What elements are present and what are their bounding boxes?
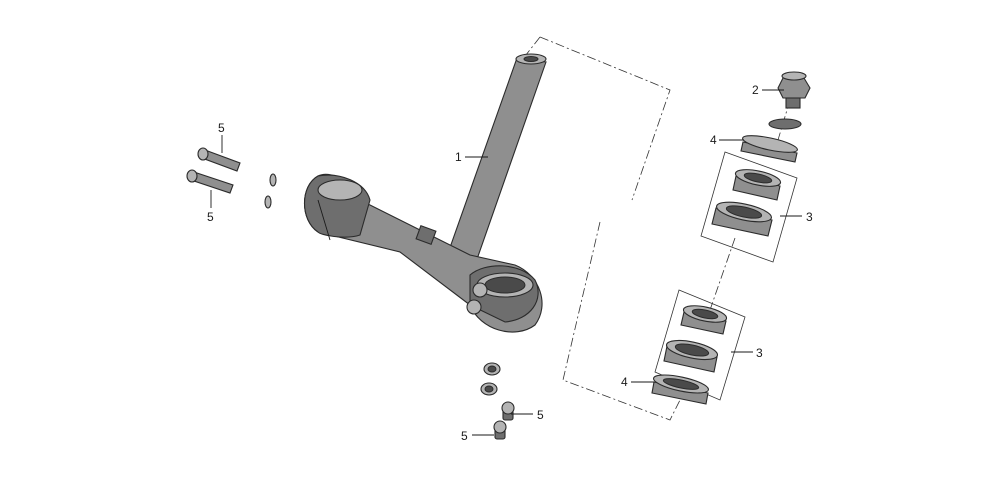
pinch-bolt-washers xyxy=(264,173,277,209)
bottom-bolt-right[interactable] xyxy=(501,401,515,421)
pinch-bolt-lower[interactable] xyxy=(186,169,234,194)
stem-nut[interactable] xyxy=(777,71,811,109)
bottom-washers xyxy=(480,362,501,396)
callout-pinch-bolt-lower: 5 xyxy=(207,210,214,224)
steering-stem[interactable] xyxy=(446,53,547,263)
stem-washer xyxy=(768,118,802,130)
callout-bearing-upper: 3 xyxy=(806,210,813,224)
callout-steering-stem: 1 xyxy=(455,150,462,164)
bearing-group-box-lower xyxy=(654,289,746,401)
lower-triple-clamp[interactable] xyxy=(304,173,543,333)
callout-bottom-bolt-right: 5 xyxy=(537,408,544,422)
callout-leaders xyxy=(210,89,802,436)
callout-pinch-bolt-upper: 5 xyxy=(218,121,225,135)
bottom-bolt-left[interactable] xyxy=(493,420,507,440)
bearing-group-box-upper xyxy=(700,151,798,263)
callout-bearing-lower: 3 xyxy=(756,346,763,360)
callout-seal-lower: 4 xyxy=(621,375,628,389)
dust-seal-upper[interactable] xyxy=(740,132,799,163)
bearing-upper[interactable] xyxy=(711,166,782,237)
dust-seal-lower[interactable] xyxy=(651,371,710,405)
bearing-lower[interactable] xyxy=(663,303,728,373)
pinch-bolt-upper[interactable] xyxy=(197,147,241,172)
callout-stem-nut: 2 xyxy=(752,83,759,97)
callout-seal-upper: 4 xyxy=(710,133,717,147)
callout-bottom-bolt-left: 5 xyxy=(461,429,468,443)
